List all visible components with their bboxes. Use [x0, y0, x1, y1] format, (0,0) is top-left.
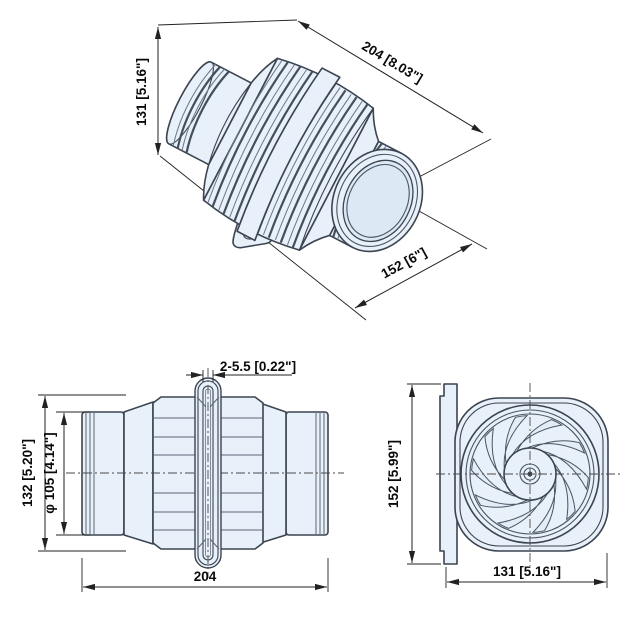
dim-iso-height: 131 [5.16"]: [134, 27, 162, 155]
fan-blade: [552, 462, 576, 521]
iso-depth-dim-label: 152 [6"]: [379, 245, 429, 282]
dim-slot-holes: 2-5.5 [0.22"]: [186, 359, 296, 382]
dim-iso-depth: 152 [6"]: [354, 243, 473, 309]
fan-blade: [484, 427, 508, 486]
mounting-strap: [236, 67, 341, 242]
side-view: 2-5.5 [0.22"] 132 [5.20"] φ 105 [4.14"] …: [20, 359, 344, 592]
outlet-opening: [342, 159, 414, 243]
dim-hose-diameter: φ 105 [4.14"]: [42, 411, 90, 536]
iso-height-dim-label: 131 [5.16"]: [134, 58, 149, 126]
side-height-dim-label: 132 [5.20"]: [20, 439, 35, 507]
fan-blade: [542, 450, 589, 491]
slot-holes-dim-label: 2-5.5 [0.22"]: [220, 359, 296, 374]
dim-side-length: 204: [81, 558, 329, 592]
rear-cap: [166, 61, 214, 145]
fan-impeller: [471, 415, 589, 533]
dim-front-width: 131 [5.16"]: [445, 553, 608, 588]
right-hose-barb: [285, 411, 329, 536]
extension-line: [157, 19, 298, 26]
fan-blade: [511, 419, 564, 456]
fan-blade: [503, 415, 529, 470]
extension-line: [418, 210, 488, 250]
front-height-dim-label: 152 [5.99"]: [386, 440, 401, 508]
front-view: 152 [5.99"] 131 [5.16"]: [386, 383, 623, 588]
fan-blade: [474, 493, 534, 508]
side-length-dim-label: 204: [194, 569, 217, 584]
iso-length-dim-label: 204 [8.03"]: [359, 38, 425, 86]
left-hose-barb: [81, 411, 125, 536]
mounting-strap-side: [194, 368, 222, 578]
extension-line: [418, 138, 492, 178]
fan-blade: [471, 457, 518, 498]
fan-blade: [496, 492, 549, 529]
dim-front-height: 152 [5.99"]: [386, 383, 441, 565]
dim-side-height: 132 [5.20"]: [20, 394, 126, 552]
hose-diameter-dim-label: φ 105 [4.14"]: [42, 432, 57, 513]
fan-blade: [526, 440, 586, 455]
blower-body-isometric: [165, 57, 424, 253]
fan-blade: [531, 478, 557, 533]
isometric-view: 131 [5.16"] 204 [8.03"] 152 [6"]: [134, 19, 492, 321]
front-width-dim-label: 131 [5.16"]: [493, 564, 561, 579]
